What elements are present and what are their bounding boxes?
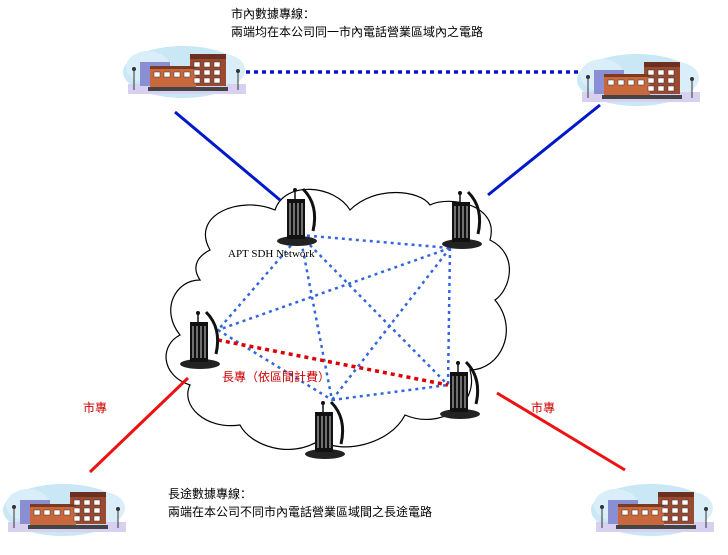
mesh-links <box>217 233 452 402</box>
blue-link-left <box>174 110 281 202</box>
office-building-icon <box>590 483 715 537</box>
city-line-right-label: 市專 <box>531 401 556 415</box>
bottom-note-title: 長途數據專線： <box>168 487 253 501</box>
red-dotted-link <box>217 338 449 387</box>
long-line-label: 長專（依區間計費） <box>222 370 331 384</box>
red-link-right <box>496 391 626 472</box>
blue-link-right <box>487 103 601 197</box>
top-note-desc: 兩端均在本公司同一市內電話營業區域內之電路 <box>231 25 484 39</box>
office-building-icon <box>576 53 701 107</box>
bottom-note-desc: 兩端在本公司不同市內電話營業區域間之長途電路 <box>168 505 433 519</box>
red-link-left <box>88 376 190 474</box>
top-note-title: 市內數據專線： <box>231 7 316 21</box>
office-building-icon <box>2 483 127 537</box>
office-building-icon <box>122 45 247 99</box>
city-line-left-label: 市專 <box>83 401 108 415</box>
network-label: APT SDH Network <box>228 248 315 260</box>
